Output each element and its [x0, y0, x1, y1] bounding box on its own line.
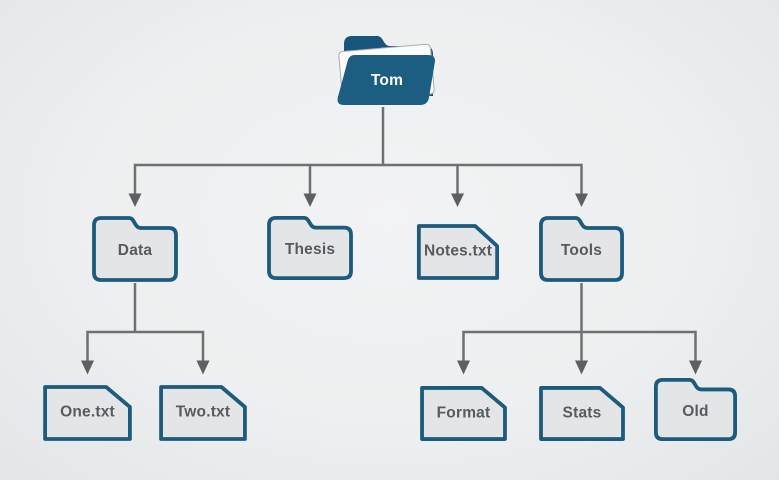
- node-old: Old: [653, 377, 738, 442]
- node-label: Stats: [562, 404, 602, 422]
- connector-level1-rail: [133, 163, 583, 194]
- node-label: Data: [117, 242, 153, 260]
- node-label: Two.txt: [175, 403, 231, 421]
- arrowhead-two-txt: [196, 360, 210, 375]
- node-label: Old: [682, 402, 709, 420]
- node-format: Format: [419, 385, 508, 442]
- folder-icon: [266, 215, 354, 281]
- document-icon: [42, 384, 133, 442]
- arrowhead-old: [689, 360, 702, 375]
- node-thesis: Thesis: [266, 215, 354, 281]
- folder-icon: [653, 377, 738, 442]
- node-label: Notes.txt: [423, 242, 493, 260]
- folder-icon: [538, 215, 625, 283]
- connector-tools-rail: [462, 330, 697, 361]
- node-label: Thesis: [284, 241, 336, 259]
- document-icon: [416, 223, 500, 281]
- arrowhead-data: [128, 193, 142, 207]
- node-one-txt: One.txt: [42, 384, 133, 442]
- arrowhead-stats: [575, 360, 588, 375]
- arrowhead-one-txt: [81, 360, 94, 375]
- document-icon: [158, 384, 248, 442]
- arrowhead-thesis: [303, 193, 317, 207]
- connector-data-rail: [86, 330, 205, 361]
- node-label: Format: [436, 404, 491, 422]
- arrowhead-format: [457, 360, 470, 375]
- node-data: Data: [91, 215, 179, 283]
- folder-icon: [91, 215, 179, 283]
- open-folder-icon: [337, 36, 435, 105]
- node-tools: Tools: [538, 215, 625, 283]
- arrowhead-tools: [575, 193, 588, 207]
- document-icon: [419, 385, 508, 442]
- node-stats: Stats: [538, 385, 626, 442]
- document-icon: [538, 385, 626, 442]
- node-notes-txt: Notes.txt: [416, 223, 500, 281]
- node-label: Tom: [370, 72, 404, 89]
- node-two-txt: Two.txt: [158, 384, 248, 442]
- arrowhead-notes: [451, 193, 464, 207]
- root-node-tom: Tom: [333, 34, 441, 107]
- node-label: One.txt: [60, 403, 115, 421]
- node-label: Tools: [560, 242, 603, 260]
